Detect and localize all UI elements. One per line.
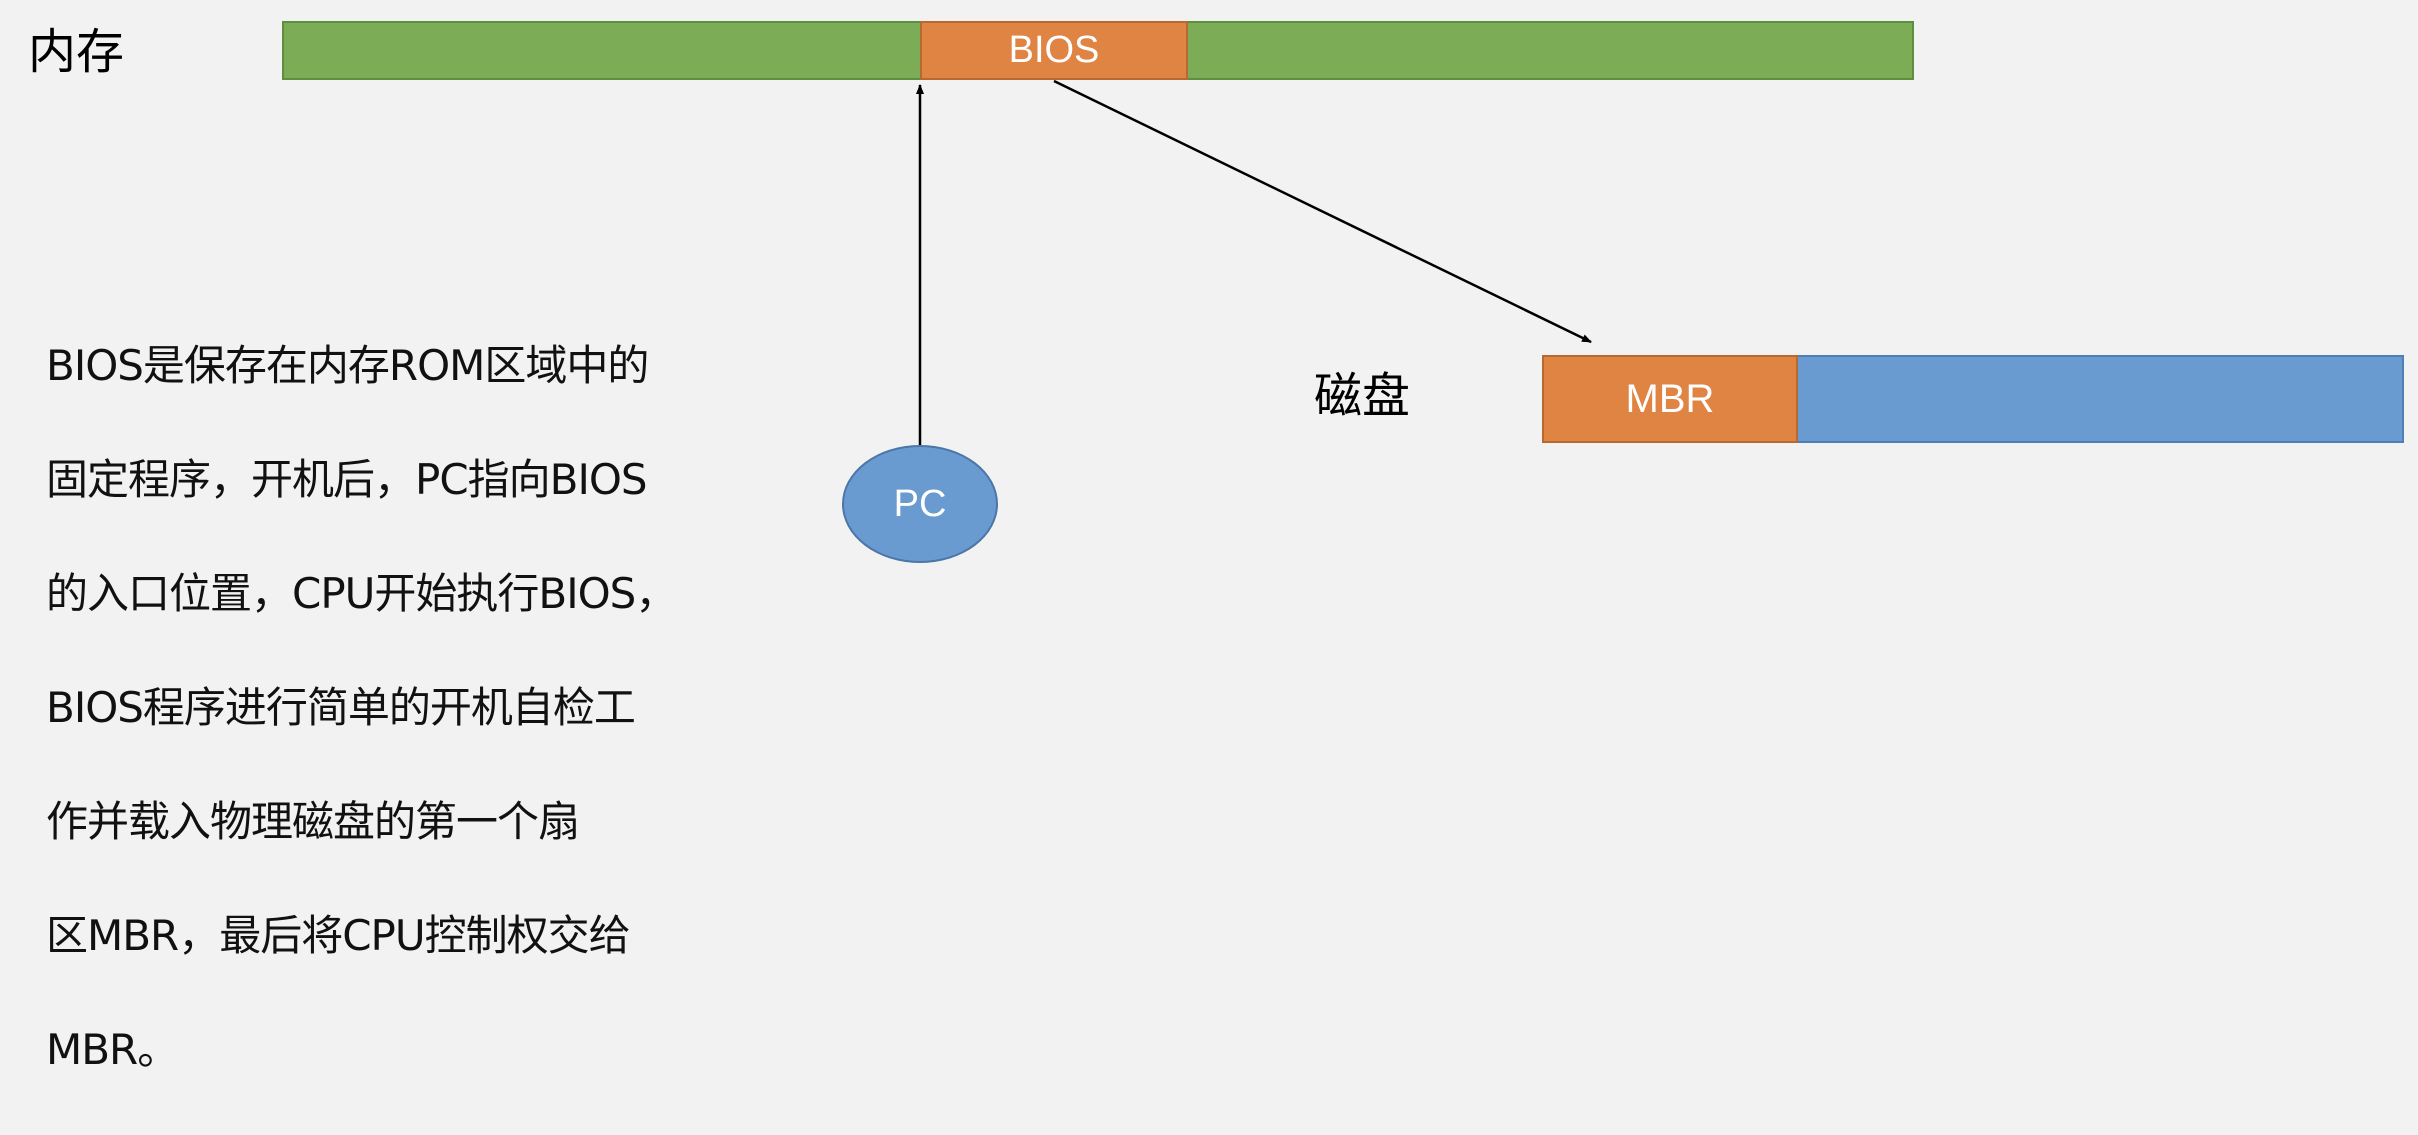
mbr-segment: MBR <box>1542 355 1798 443</box>
bios-segment: BIOS <box>920 21 1188 80</box>
mbr-label: MBR <box>1625 376 1715 421</box>
diagram-arrows <box>916 79 1592 445</box>
disk-label: 磁盘 <box>1314 368 1411 424</box>
pc-node: PC <box>842 445 998 563</box>
memory-label: 内存 <box>28 24 125 80</box>
description-line: BIOS是保存在内存ROM区域中的 <box>46 341 649 390</box>
bios-to-mbr-arrow <box>1053 79 1592 344</box>
description-line: 区MBR，最后将CPU控制权交给 <box>46 911 631 960</box>
pc-label: PC <box>893 482 947 525</box>
description-text: BIOS是保存在内存ROM区域中的 固定程序，开机后，PC指向BIOS 的入口位… <box>46 280 677 1135</box>
bios-label: BIOS <box>1008 29 1100 71</box>
description-line: 作并载入物理磁盘的第一个扇 <box>46 797 580 846</box>
description-line: 的入口位置，CPU开始执行BIOS， <box>46 569 677 618</box>
description-line: BIOS程序进行简单的开机自检工 <box>46 683 636 732</box>
description-line: MBR。 <box>46 1025 179 1074</box>
description-line: 固定程序，开机后，PC指向BIOS <box>46 455 648 504</box>
